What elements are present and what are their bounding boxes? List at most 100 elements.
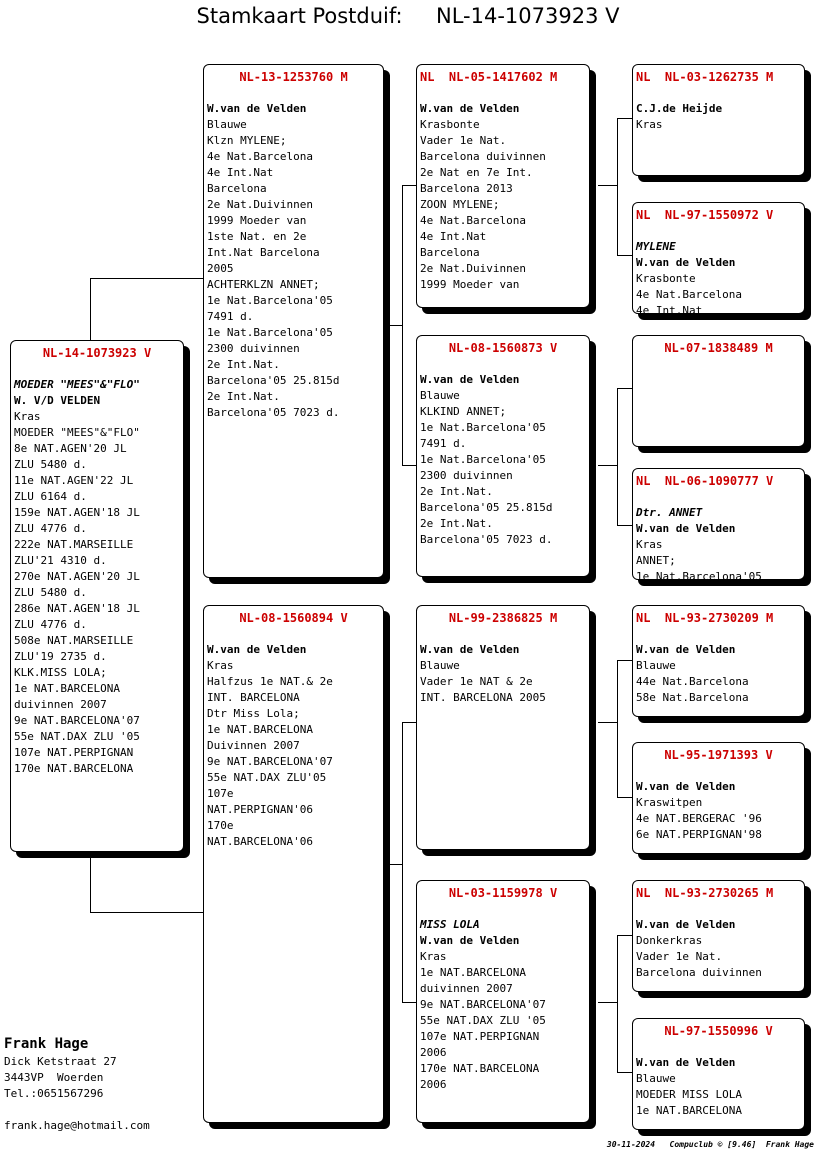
pedigree-line: INT. BARCELONA 2005 xyxy=(420,691,546,704)
breeder-name: W.van de Velden xyxy=(420,934,520,947)
pedigree-line: KLKIND ANNET; xyxy=(420,405,507,418)
pedigree-line: 1e Nat.Barcelona'05 xyxy=(420,421,546,434)
pedigree-line: Blauwe xyxy=(420,659,460,672)
pedigree-line: Barcelona xyxy=(420,246,480,259)
breeder-name: W.van de Velden xyxy=(420,643,520,656)
pedigree-line: Krasbonte xyxy=(636,272,696,285)
pedigree-line: ZLU 4776 d. xyxy=(14,618,87,631)
ring-number: NL-14-1073923 V xyxy=(42,346,152,360)
breeder-name: W.van de Velden xyxy=(636,256,736,269)
pedigree-line: Blauwe xyxy=(636,659,676,672)
pedigree-line: Barcelona'05 7023 d. xyxy=(420,533,553,546)
pedigree-line: duivinnen 2007 xyxy=(14,698,107,711)
pedigree-line: 2300 duivinnen xyxy=(420,469,513,482)
pedigree-line: 58e Nat.Barcelona xyxy=(636,691,749,704)
connector xyxy=(90,278,91,340)
owner-street: Dick Ketstraat 27 xyxy=(4,1055,117,1068)
connector xyxy=(617,935,618,1072)
connector xyxy=(617,1072,633,1073)
pedigree-line: 9e NAT.BARCELONA'07 xyxy=(420,998,546,1011)
breeder-name: W.van de Velden xyxy=(636,918,736,931)
pedigree-line: 270e NAT.AGEN'20 JL xyxy=(14,570,140,583)
ring-number: NL-03-1159978 V xyxy=(448,886,558,900)
pedigree-line: 2006 xyxy=(420,1078,447,1091)
pedigree-line: 9e NAT.BARCELONA'07 xyxy=(14,714,140,727)
connector xyxy=(617,118,618,255)
pedigree-line: Blauwe xyxy=(420,389,460,402)
connector xyxy=(617,935,633,936)
pedigree-line: 7491 d. xyxy=(207,310,254,323)
breeder-name: W.van de Velden xyxy=(636,522,736,535)
pedigree-line: 1e Nat.Barcelona'05 xyxy=(636,570,762,580)
pedigree-line: Halfzus 1e NAT.& 2e xyxy=(207,675,333,688)
pedigree-line: 107e NAT.PERPIGNAN xyxy=(14,746,134,759)
ring-number: NL NL-93-2730209 M xyxy=(636,611,774,625)
pedigree-line: 2005 xyxy=(207,262,234,275)
ring-number: NL-99-2386825 M xyxy=(448,611,558,625)
ring-number: NL-97-1550996 V xyxy=(664,1024,773,1038)
pedigree-line: Kras xyxy=(420,950,447,963)
pedigree-line: 4e Int.Nat xyxy=(207,166,274,179)
pedigree-line: 1e Nat.Barcelona'05 xyxy=(207,294,333,307)
pigeon-card-fmf[interactable]: NL-07-1838489 M xyxy=(632,335,805,447)
breeder-name: W.van de Velden xyxy=(636,780,736,793)
connector xyxy=(598,722,617,723)
breeder-name: W.van de Velden xyxy=(420,373,520,386)
pedigree-line: Krasbonte xyxy=(420,118,480,131)
connector xyxy=(617,525,633,526)
pedigree-line: 2e Int.Nat. xyxy=(420,485,493,498)
pedigree-line: Barcelona'05 25.815d xyxy=(420,501,553,514)
pedigree-line: MOEDER MISS LOLA xyxy=(636,1088,742,1101)
pedigree-line: ZLU 5480 d. xyxy=(14,458,87,471)
connector xyxy=(617,118,633,119)
owner-city: 3443VP Woerden xyxy=(4,1071,104,1084)
connector xyxy=(402,185,418,186)
pedigree-line: 2006 xyxy=(420,1046,447,1059)
pedigree-line: ZLU 6164 d. xyxy=(14,490,87,503)
pedigree-line: 55e NAT.DAX ZLU'05 xyxy=(207,771,327,784)
owner-spacer xyxy=(4,1102,150,1118)
ring-number: NL-95-1971393 V xyxy=(664,748,773,762)
pedigree-line: ANNET; xyxy=(636,554,676,567)
owner-info: Frank Hage Dick Ketstraat 27 3443VP Woer… xyxy=(4,1034,150,1134)
pedigree-line: 1999 Moeder van xyxy=(420,278,520,291)
connector xyxy=(598,1002,617,1003)
pigeon-name: MOEDER "MEES"&"FLO" xyxy=(14,378,140,391)
pedigree-line: Barcelona'05 25.815d xyxy=(207,374,340,387)
pedigree-line: Blauwe xyxy=(207,118,247,131)
pedigree-line: 1e NAT.BARCELONA xyxy=(636,1104,742,1117)
ring-number: NL-07-1838489 M xyxy=(664,341,773,355)
pedigree-line: 2e Nat en 7e Int. xyxy=(420,166,533,179)
pedigree-line: 4e NAT.BERGERAC '96 xyxy=(636,812,762,825)
connector xyxy=(617,388,618,525)
connector xyxy=(617,660,633,661)
pedigree-line: 1e Nat.Barcelona'05 xyxy=(420,453,546,466)
pedigree-line: Barcelona duivinnen xyxy=(420,150,546,163)
connector xyxy=(617,660,618,797)
connector xyxy=(598,185,617,186)
connector xyxy=(402,465,418,466)
pedigree-line: Int.Nat Barcelona xyxy=(207,246,320,259)
pedigree-line: ACHTERKLZN ANNET; xyxy=(207,278,320,291)
pedigree-line: 4e Int.Nat xyxy=(420,230,487,243)
pedigree-line: 170e NAT.BARCELONA xyxy=(14,762,134,775)
pedigree-line: Barcelona'05 7023 d. xyxy=(207,406,340,419)
pedigree-line: 44e Nat.Barcelona xyxy=(636,675,749,688)
pedigree-line: Kras xyxy=(636,118,663,131)
connector xyxy=(598,465,617,466)
pedigree-line: Vader 1e Nat. xyxy=(636,950,723,963)
